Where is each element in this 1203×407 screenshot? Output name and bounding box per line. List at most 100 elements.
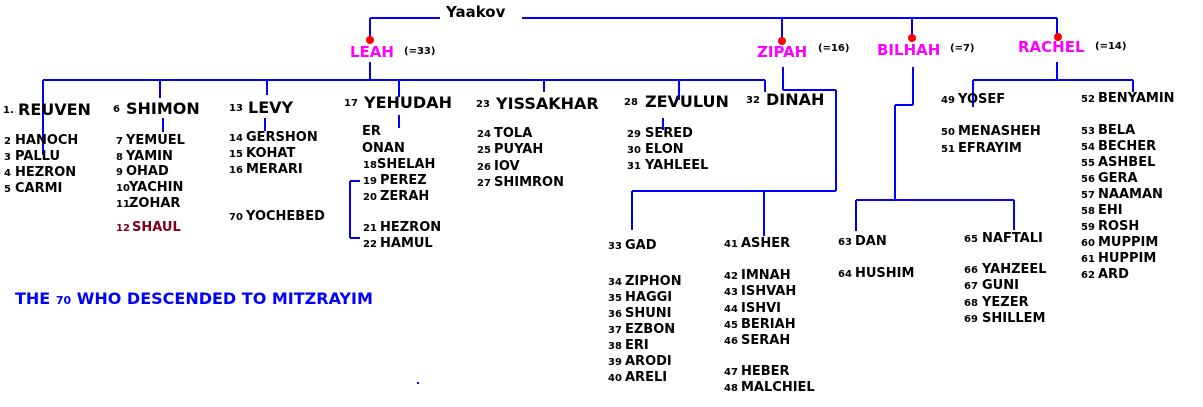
descendant-name: SHILLEM	[982, 311, 1046, 326]
descendant-name: ISHVAH	[741, 284, 797, 299]
descendant-name: KOHAT	[246, 146, 296, 161]
grandson-number: 26	[477, 162, 491, 173]
son-name-shimon: SHIMON	[126, 99, 200, 118]
descendant-name: ASHBEL	[1098, 155, 1156, 170]
grandson-number: 67	[964, 281, 978, 292]
descendant-name: BELA	[1098, 123, 1136, 138]
descendant-name: ONAN	[362, 141, 405, 156]
descendant-name: EFRAYIM	[958, 141, 1022, 156]
grandson-number: 55	[1081, 158, 1095, 169]
descendant-name: PUYAH	[494, 142, 544, 157]
descendant-name: SERAH	[741, 333, 791, 348]
wife-name: ZIPAH	[757, 43, 808, 61]
descendant-name: SHIMRON	[494, 175, 564, 190]
descendant-name: BECHER	[1098, 139, 1157, 154]
descendant-name: PALLU	[15, 149, 61, 164]
son-name-zevulun: ZEVULUN	[645, 92, 729, 111]
son-number: 23	[476, 99, 490, 110]
grandson-number: 15	[229, 149, 243, 160]
son-name-levy: LEVY	[248, 98, 294, 117]
descendant-name: ARODI	[625, 354, 672, 369]
son-number: 63	[838, 237, 852, 248]
grandson-number: 39	[608, 357, 622, 368]
grandson-number: 45	[724, 320, 738, 331]
son-number: 41	[724, 239, 738, 250]
grandson-number: 5	[4, 184, 11, 195]
grandson-number: 20	[363, 192, 377, 203]
descendant-name: HAMUL	[380, 236, 433, 251]
son-name-reuven: REUVEN	[18, 100, 91, 119]
descendant-name: MENASHEH	[958, 124, 1041, 139]
descendant-name: HUPPIM	[1098, 251, 1157, 266]
grandson-number: 68	[964, 298, 978, 309]
wife-descendant-count: (=14)	[1095, 41, 1127, 52]
grandson-number: 69	[964, 314, 978, 325]
son-number: 32	[746, 95, 760, 106]
grandson-number: 64	[838, 269, 852, 280]
descendant-name: HEZRON	[15, 165, 77, 180]
diagram-caption: THE 70 WHO DESCENDED TO MITZRAYIM	[15, 289, 373, 311]
wife-name: RACHEL	[1018, 38, 1085, 56]
grandson-number: 12	[116, 223, 130, 234]
descendant-name: YOCHEBED	[246, 209, 325, 224]
caption-text: WHO DESCENDED TO MITZRAYIM	[76, 289, 373, 308]
grandson-number: 31	[627, 161, 641, 172]
wife-marker-dot	[1054, 33, 1062, 41]
descendant-name: TOLA	[494, 126, 533, 141]
descendant-name: GERSHON	[246, 130, 318, 145]
stray-dot	[417, 382, 419, 384]
descendant-name: SHAUL	[132, 220, 181, 235]
son-name-benyamin: BENYAMIN	[1098, 91, 1175, 106]
wife-name: LEAH	[350, 43, 394, 61]
son-number: 65	[964, 234, 978, 245]
grandson-number: 66	[964, 265, 978, 276]
descendant-name: YAHZEEL	[982, 262, 1047, 277]
wife-marker-dot	[908, 34, 916, 42]
grandson-number: 42	[724, 271, 738, 282]
grandson-number: 37	[608, 325, 622, 336]
grandson-number: 58	[1081, 206, 1095, 217]
grandson-number: 62	[1081, 270, 1095, 281]
grandson-number: 3	[4, 152, 11, 163]
descendant-name: PEREZ	[380, 173, 427, 188]
son-name-yosef: YOSEF	[958, 92, 1006, 107]
son-number: 1.	[3, 105, 14, 116]
son-name-naftali: NAFTALI	[982, 231, 1043, 246]
descendant-name: ERI	[625, 338, 649, 353]
descendant-name: EHI	[1098, 203, 1123, 218]
grandson-number: 2	[4, 136, 11, 147]
grandson-number: 38	[608, 341, 622, 352]
descendant-name: MUPPIM	[1098, 235, 1159, 250]
descendant-name: HEBER	[741, 364, 790, 379]
grandson-number: 57	[1081, 190, 1095, 201]
son-name-dan: DAN	[855, 234, 887, 249]
root-yaakov: Yaakov	[446, 3, 506, 21]
descendant-name: ELON	[645, 142, 684, 157]
descendant-name: GUNI	[982, 278, 1019, 293]
grandson-number: 8	[116, 152, 123, 163]
grandson-number: 24	[477, 129, 491, 140]
descendant-name: IOV	[494, 159, 520, 174]
son-name-yissakhar: YISSAKHAR	[496, 94, 599, 113]
grandson-number: 46	[724, 336, 738, 347]
son-number: 13	[229, 103, 243, 114]
grandson-number: 16	[229, 165, 243, 176]
descendant-name: ROSH	[1098, 219, 1140, 234]
grandson-number: 51	[941, 144, 955, 155]
descendant-name: ZERAH	[380, 189, 430, 204]
son-number: 6	[113, 104, 120, 115]
grandson-number: 34	[608, 277, 622, 288]
caption-number: 70	[55, 294, 72, 307]
descendant-name: HEZRON	[380, 220, 442, 235]
descendant-name: YACHIN	[129, 180, 184, 195]
descendant-name: EZBON	[625, 322, 676, 337]
grandson-number: 21	[363, 223, 377, 234]
grandson-number: 18	[363, 160, 377, 171]
descendant-name: ARELI	[625, 370, 668, 385]
grandson-number: 43	[724, 287, 738, 298]
son-number: 33	[608, 241, 622, 252]
grandson-number: 11	[116, 199, 130, 210]
descendant-name: ARD	[1098, 267, 1129, 282]
